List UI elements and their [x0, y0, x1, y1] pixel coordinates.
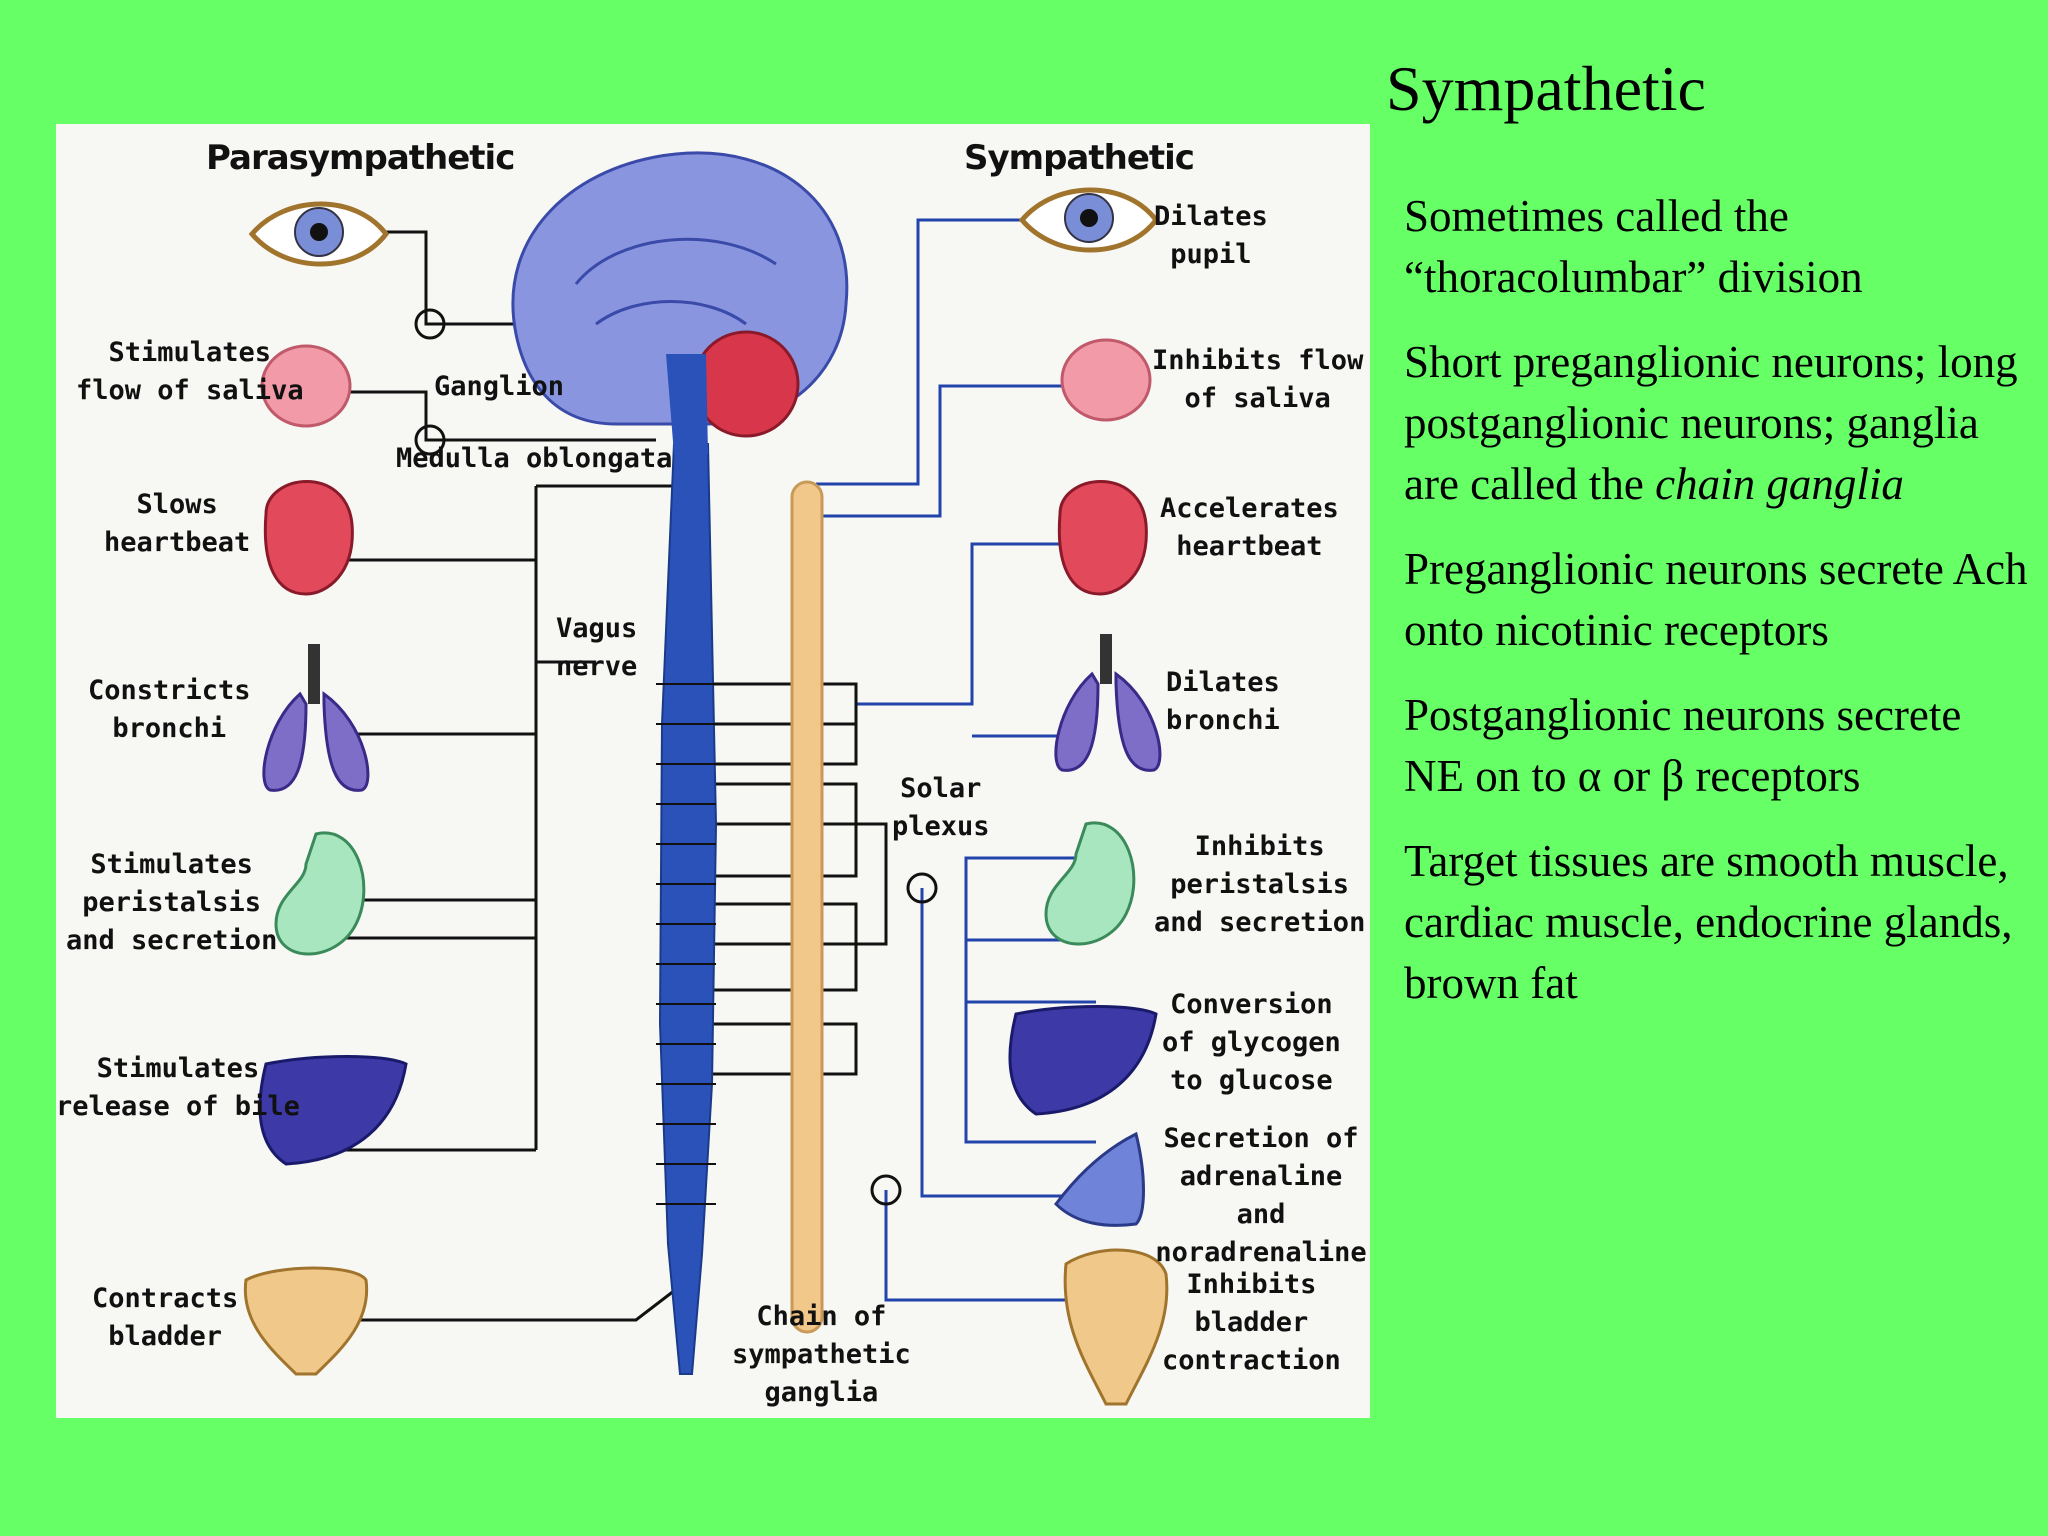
heart-icon — [1057, 480, 1148, 596]
spinal-cord-icon — [658, 443, 718, 1375]
liver-icon — [258, 1055, 408, 1166]
eye-icon — [1018, 187, 1160, 253]
vagus-label: Vagus nerve — [556, 613, 638, 682]
left-label: Stimulates release of bile — [56, 1053, 300, 1122]
chain-label: Chain of sympathetic ganglia — [732, 1301, 911, 1408]
bullet-item: •Sometimes called the “thoracolumbar” di… — [1350, 186, 2030, 308]
sympathetic-heading: Sympathetic — [964, 138, 1195, 178]
bullet-text: Short preganglionic neurons; long postga… — [1404, 337, 2018, 509]
right-label: Accelerates heartbeat — [1160, 493, 1339, 562]
bullet-text: Sometimes called the “thoracolumbar” div… — [1404, 191, 1863, 302]
salivary-gland-icon — [1060, 338, 1152, 422]
sympathetic-chain-icon — [790, 480, 824, 1334]
cerebellum-icon — [692, 330, 800, 438]
bullet-item: •Short preganglionic neurons; long postg… — [1350, 332, 2030, 515]
bullet-text: Preganglionic neurons secrete Ach onto n… — [1404, 544, 2028, 655]
spinal-nerve-ticks — [656, 683, 716, 1205]
left-label: Slows heartbeat — [104, 489, 251, 558]
nervous-system-diagram: Parasympathetic Sympathetic Stimulates f… — [56, 124, 1370, 1418]
solar-plexus-label: Solar plexus — [892, 773, 990, 842]
right-label: Inhibits flow of saliva — [1152, 345, 1364, 414]
bullet-text: Target tissues are smooth muscle, cardia… — [1404, 836, 2013, 1008]
right-label: Inhibits peristalsis and secretion — [1154, 831, 1366, 938]
bullet-emphasis: chain ganglia — [1655, 459, 1904, 509]
bladder-icon — [1063, 1248, 1169, 1406]
right-label: Inhibits bladder contraction — [1162, 1269, 1341, 1376]
stomach-icon — [274, 831, 366, 956]
bladder-icon — [243, 1266, 369, 1376]
sympathetic-nerves — [816, 218, 1096, 1302]
left-label: Stimulates peristalsis and secretion — [66, 849, 278, 956]
right-label: Dilates bronchi — [1166, 667, 1280, 736]
bullet-text: Postganglionic neurons secrete NE on to … — [1404, 690, 1962, 801]
right-label: Dilates pupil — [1154, 201, 1268, 270]
left-label: Stimulates flow of saliva — [76, 337, 304, 406]
chain-connectors — [696, 682, 888, 1076]
bullet-item: •Target tissues are smooth muscle, cardi… — [1350, 831, 2030, 1014]
adrenal-gland-icon — [1054, 1131, 1145, 1227]
eye-icon — [248, 201, 390, 267]
ganglion-label: Ganglion — [434, 371, 565, 402]
heart-icon — [263, 480, 354, 596]
bullet-item: •Postganglionic neurons secrete NE on to… — [1350, 685, 2030, 807]
left-label: Constricts bronchi — [88, 675, 251, 744]
bullet-item: •Preganglionic neurons secrete Ach onto … — [1350, 539, 2030, 661]
left-label: Contracts bladder — [92, 1283, 239, 1352]
bullet-list: •Sometimes called the “thoracolumbar” di… — [1350, 186, 2030, 1038]
right-label: Secretion of adrenaline and noradrenalin… — [1155, 1123, 1367, 1268]
lungs-icon — [262, 644, 370, 792]
medulla-label: Medulla oblongata — [396, 443, 673, 474]
brain-icon — [511, 151, 849, 454]
parasympathetic-heading: Parasympathetic — [206, 138, 515, 178]
right-label: Conversion of glycogen to glucose — [1162, 989, 1341, 1096]
salivary-gland-icon — [260, 344, 352, 428]
diagram-illustration — [243, 151, 1169, 1406]
slide-title: Sympathetic — [1386, 53, 1706, 124]
lungs-icon — [1054, 634, 1162, 772]
liver-icon — [1008, 1005, 1158, 1116]
stomach-icon — [1044, 821, 1136, 946]
